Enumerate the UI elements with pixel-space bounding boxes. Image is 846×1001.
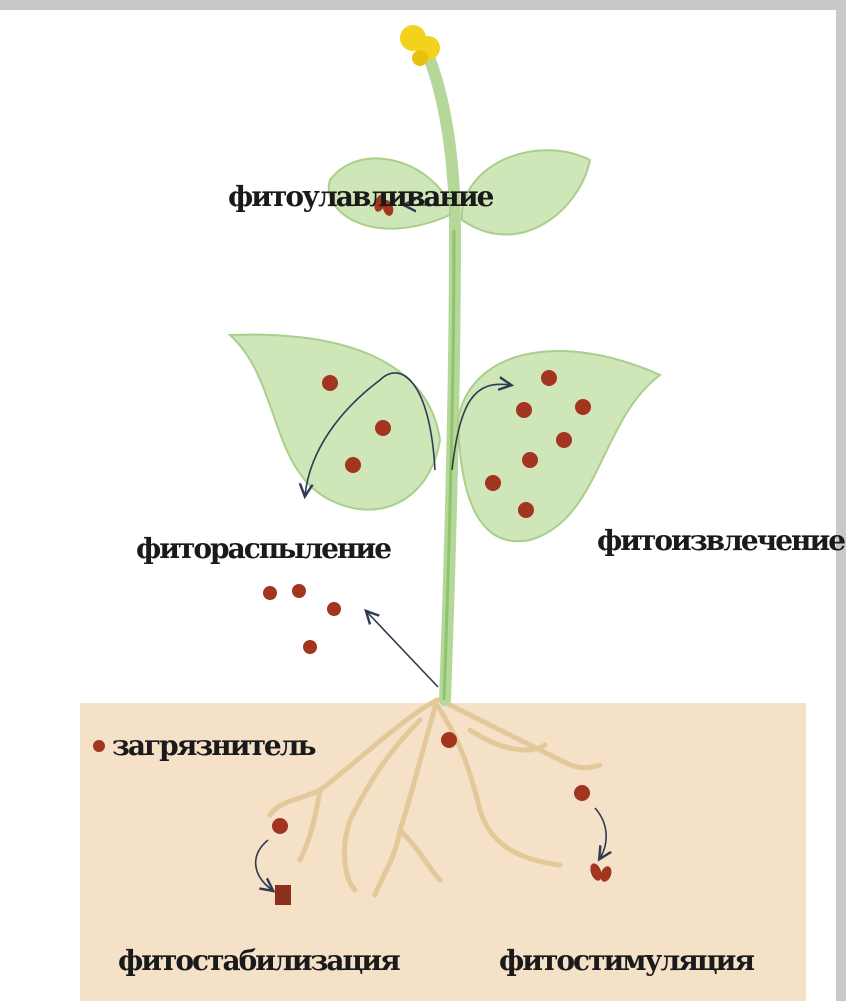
label-phytostabilization: фитостабилизация: [118, 944, 399, 977]
arrow-phytostimulation: [595, 808, 606, 858]
label-pollutant: загрязнитель: [112, 729, 314, 762]
label-phytovolatilization: фитораспыление: [136, 532, 390, 565]
label-phytocapture: фитоулавливание: [228, 180, 493, 213]
roots: [270, 700, 600, 895]
label-phytoextraction: фитоизвлечение: [597, 524, 844, 557]
arrow-phytostabilization: [256, 840, 272, 890]
lower-leaf-left: [230, 335, 440, 510]
label-phytostimulation: фитостимуляция: [499, 944, 753, 977]
arrow-volatilization-air: [367, 612, 438, 687]
